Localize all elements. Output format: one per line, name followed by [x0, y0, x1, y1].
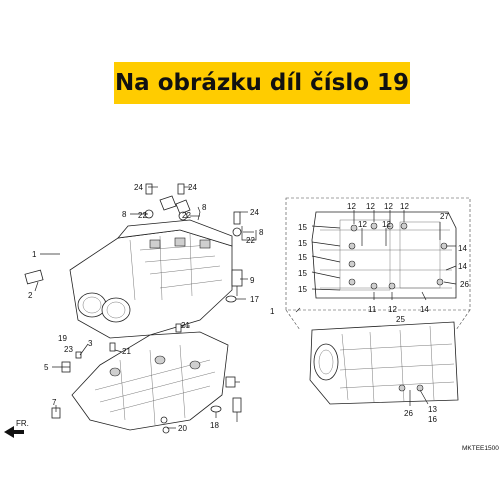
leader-lines-left [34, 186, 257, 429]
callout-9: 9 [250, 276, 255, 285]
callout-22a: 22 [138, 211, 147, 220]
ref-callout-15d: 15 [298, 269, 307, 278]
ref-callout-14c: 14 [420, 305, 429, 314]
ref-callout-16: 16 [428, 415, 437, 424]
dashed-frame [285, 197, 471, 331]
callout-24a: 24 [134, 183, 143, 192]
callout-24b: 24 [188, 183, 197, 192]
ref-callout-14a: 14 [458, 244, 467, 253]
banner-title: Na obrázku díl číslo 19 [114, 70, 410, 96]
callout-8c: 8 [259, 228, 264, 237]
ref-callout-15b: 15 [298, 239, 307, 248]
callout-20: 20 [178, 424, 187, 433]
callout-22b: 22 [182, 211, 191, 220]
callout-18: 18 [210, 421, 219, 430]
ref-callout-12f: 12 [382, 220, 391, 229]
callout-21a: 21 [181, 321, 190, 330]
callout-8b: 8 [202, 203, 207, 212]
ref-callout-11: 11 [368, 305, 377, 314]
callout-19: 19 [58, 334, 67, 343]
front-label: FR. [16, 419, 29, 428]
ref-callout-12d: 12 [400, 202, 409, 211]
crankcase-top-view [311, 211, 457, 299]
ref-callout-15e: 15 [298, 285, 307, 294]
callout-24c: 24 [250, 208, 259, 217]
ref-callout-1: 1 [270, 307, 275, 316]
callout-7: 7 [52, 398, 57, 407]
small-parts [24, 183, 243, 434]
ref-callout-15c: 15 [298, 253, 307, 262]
callout-8a: 8 [122, 210, 127, 219]
ref-callout-12e: 12 [358, 220, 367, 229]
callout-23: 23 [64, 345, 73, 354]
ref-callout-15a: 15 [298, 223, 307, 232]
title-banner: Na obrázku díl číslo 19 [114, 62, 410, 104]
ref-callout-14b: 14 [458, 262, 467, 271]
callout-21b: 21 [122, 347, 131, 356]
ref-callout-25: 25 [396, 315, 405, 324]
ref-callout-12c: 12 [384, 202, 393, 211]
callout-22c: 22 [246, 236, 255, 245]
ref-callout-12g: 12 [388, 305, 397, 314]
callout-3: 3 [88, 339, 93, 348]
ref-callout-27: 27 [440, 212, 449, 221]
ref-callout-13: 13 [428, 405, 437, 414]
ref-callout-12b: 12 [366, 202, 375, 211]
callout-17: 17 [250, 295, 259, 304]
diagram-code: MKTEE1500 [462, 445, 499, 452]
leader-lines-right [295, 210, 457, 406]
ref-callout-26a: 26 [460, 280, 469, 289]
crankcase-lower-view [309, 321, 459, 405]
arrow-left-icon [4, 426, 24, 438]
callout-1: 1 [32, 250, 37, 259]
callout-5: 5 [44, 363, 49, 372]
ref-callout-26b: 26 [404, 409, 413, 418]
ref-callout-12a: 12 [347, 202, 356, 211]
upper-crankcase [69, 219, 233, 339]
callout-2: 2 [28, 291, 33, 300]
lower-crankcase [71, 331, 229, 431]
